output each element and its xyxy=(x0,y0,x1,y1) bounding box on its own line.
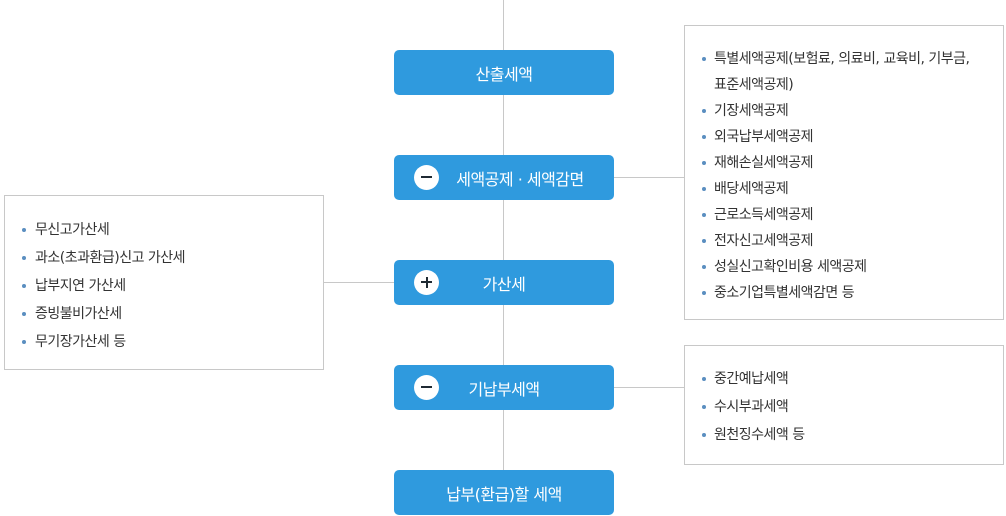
bullet-icon xyxy=(702,433,706,437)
bullet-icon xyxy=(702,239,706,243)
list-item: 성실신고확인비용 세액공제 xyxy=(685,254,1003,280)
step-penalty-tax: 가산세 xyxy=(394,260,614,305)
bullet-icon xyxy=(702,405,706,409)
bullet-icon xyxy=(702,265,706,269)
list-item: 납부지연 가산세 xyxy=(5,272,323,300)
plus-icon xyxy=(414,270,439,295)
bullet-icon xyxy=(702,57,706,61)
bullet-icon xyxy=(702,109,706,113)
bullet-icon xyxy=(702,213,706,217)
minus-icon xyxy=(414,165,439,190)
bullet-icon xyxy=(702,377,706,381)
step-label: 산출세액 xyxy=(475,64,533,84)
bullet-icon xyxy=(22,284,26,288)
step-label: 가산세 xyxy=(482,274,526,294)
penalty-list: 무신고가산세 과소(초과환급)신고 가산세 납부지연 가산세 증빙불비가산세 무… xyxy=(5,216,323,356)
connector-penalty xyxy=(324,282,394,283)
step-tax-payable: 납부(환급)할 세액 xyxy=(394,470,614,515)
prepaid-list: 중간예납세액 수시부과세액 원천징수세액 등 xyxy=(685,365,1003,449)
step-label: 기납부세액 xyxy=(468,379,540,399)
list-item: 외국납부세액공제 xyxy=(685,124,1003,150)
bullet-icon xyxy=(22,312,26,316)
step-tax-credits: 세액공제 · 세액감면 xyxy=(394,155,614,200)
deductions-box: 특별세액공제(보험료, 의료비, 교육비, 기부금, 표준세액공제) 기장세액공… xyxy=(684,25,1004,320)
list-item: 원천징수세액 등 xyxy=(685,421,1003,449)
bullet-icon xyxy=(22,256,26,260)
bullet-icon xyxy=(702,135,706,139)
connector-prepaid xyxy=(614,387,684,388)
step-calculated-tax: 산출세액 xyxy=(394,50,614,95)
main-flow-line xyxy=(503,0,504,470)
list-item: 특별세액공제(보험료, 의료비, 교육비, 기부금, xyxy=(685,46,1003,72)
step-label: 세액공제 · 세액감면 xyxy=(456,169,584,189)
list-item: 무신고가산세 xyxy=(5,216,323,244)
step-prepaid-tax: 기납부세액 xyxy=(394,365,614,410)
prepaid-box: 중간예납세액 수시부과세액 원천징수세액 등 xyxy=(684,345,1004,465)
list-item: 표준세액공제) xyxy=(714,77,794,93)
list-item: 전자신고세액공제 xyxy=(685,228,1003,254)
bullet-icon xyxy=(22,340,26,344)
deductions-list: 특별세액공제(보험료, 의료비, 교육비, 기부금, 표준세액공제) 기장세액공… xyxy=(685,46,1003,306)
list-item: 무기장가산세 등 xyxy=(5,328,323,356)
list-item: 과소(초과환급)신고 가산세 xyxy=(5,244,323,272)
penalty-box: 무신고가산세 과소(초과환급)신고 가산세 납부지연 가산세 증빙불비가산세 무… xyxy=(4,195,324,370)
bullet-icon xyxy=(702,161,706,165)
list-item: 재해손실세액공제 xyxy=(685,150,1003,176)
step-label: 납부(환급)할 세액 xyxy=(446,484,562,504)
list-item: 중소기업특별세액감면 등 xyxy=(685,280,1003,306)
bullet-icon xyxy=(22,228,26,232)
connector-deductions xyxy=(614,177,684,178)
bullet-icon xyxy=(702,187,706,191)
list-item: 배당세액공제 xyxy=(685,176,1003,202)
list-item: 중간예납세액 xyxy=(685,365,1003,393)
minus-icon xyxy=(414,375,439,400)
list-item: 증빙불비가산세 xyxy=(5,300,323,328)
list-item: 근로소득세액공제 xyxy=(685,202,1003,228)
list-item: 수시부과세액 xyxy=(685,393,1003,421)
list-item: 기장세액공제 xyxy=(685,98,1003,124)
bullet-icon xyxy=(702,291,706,295)
